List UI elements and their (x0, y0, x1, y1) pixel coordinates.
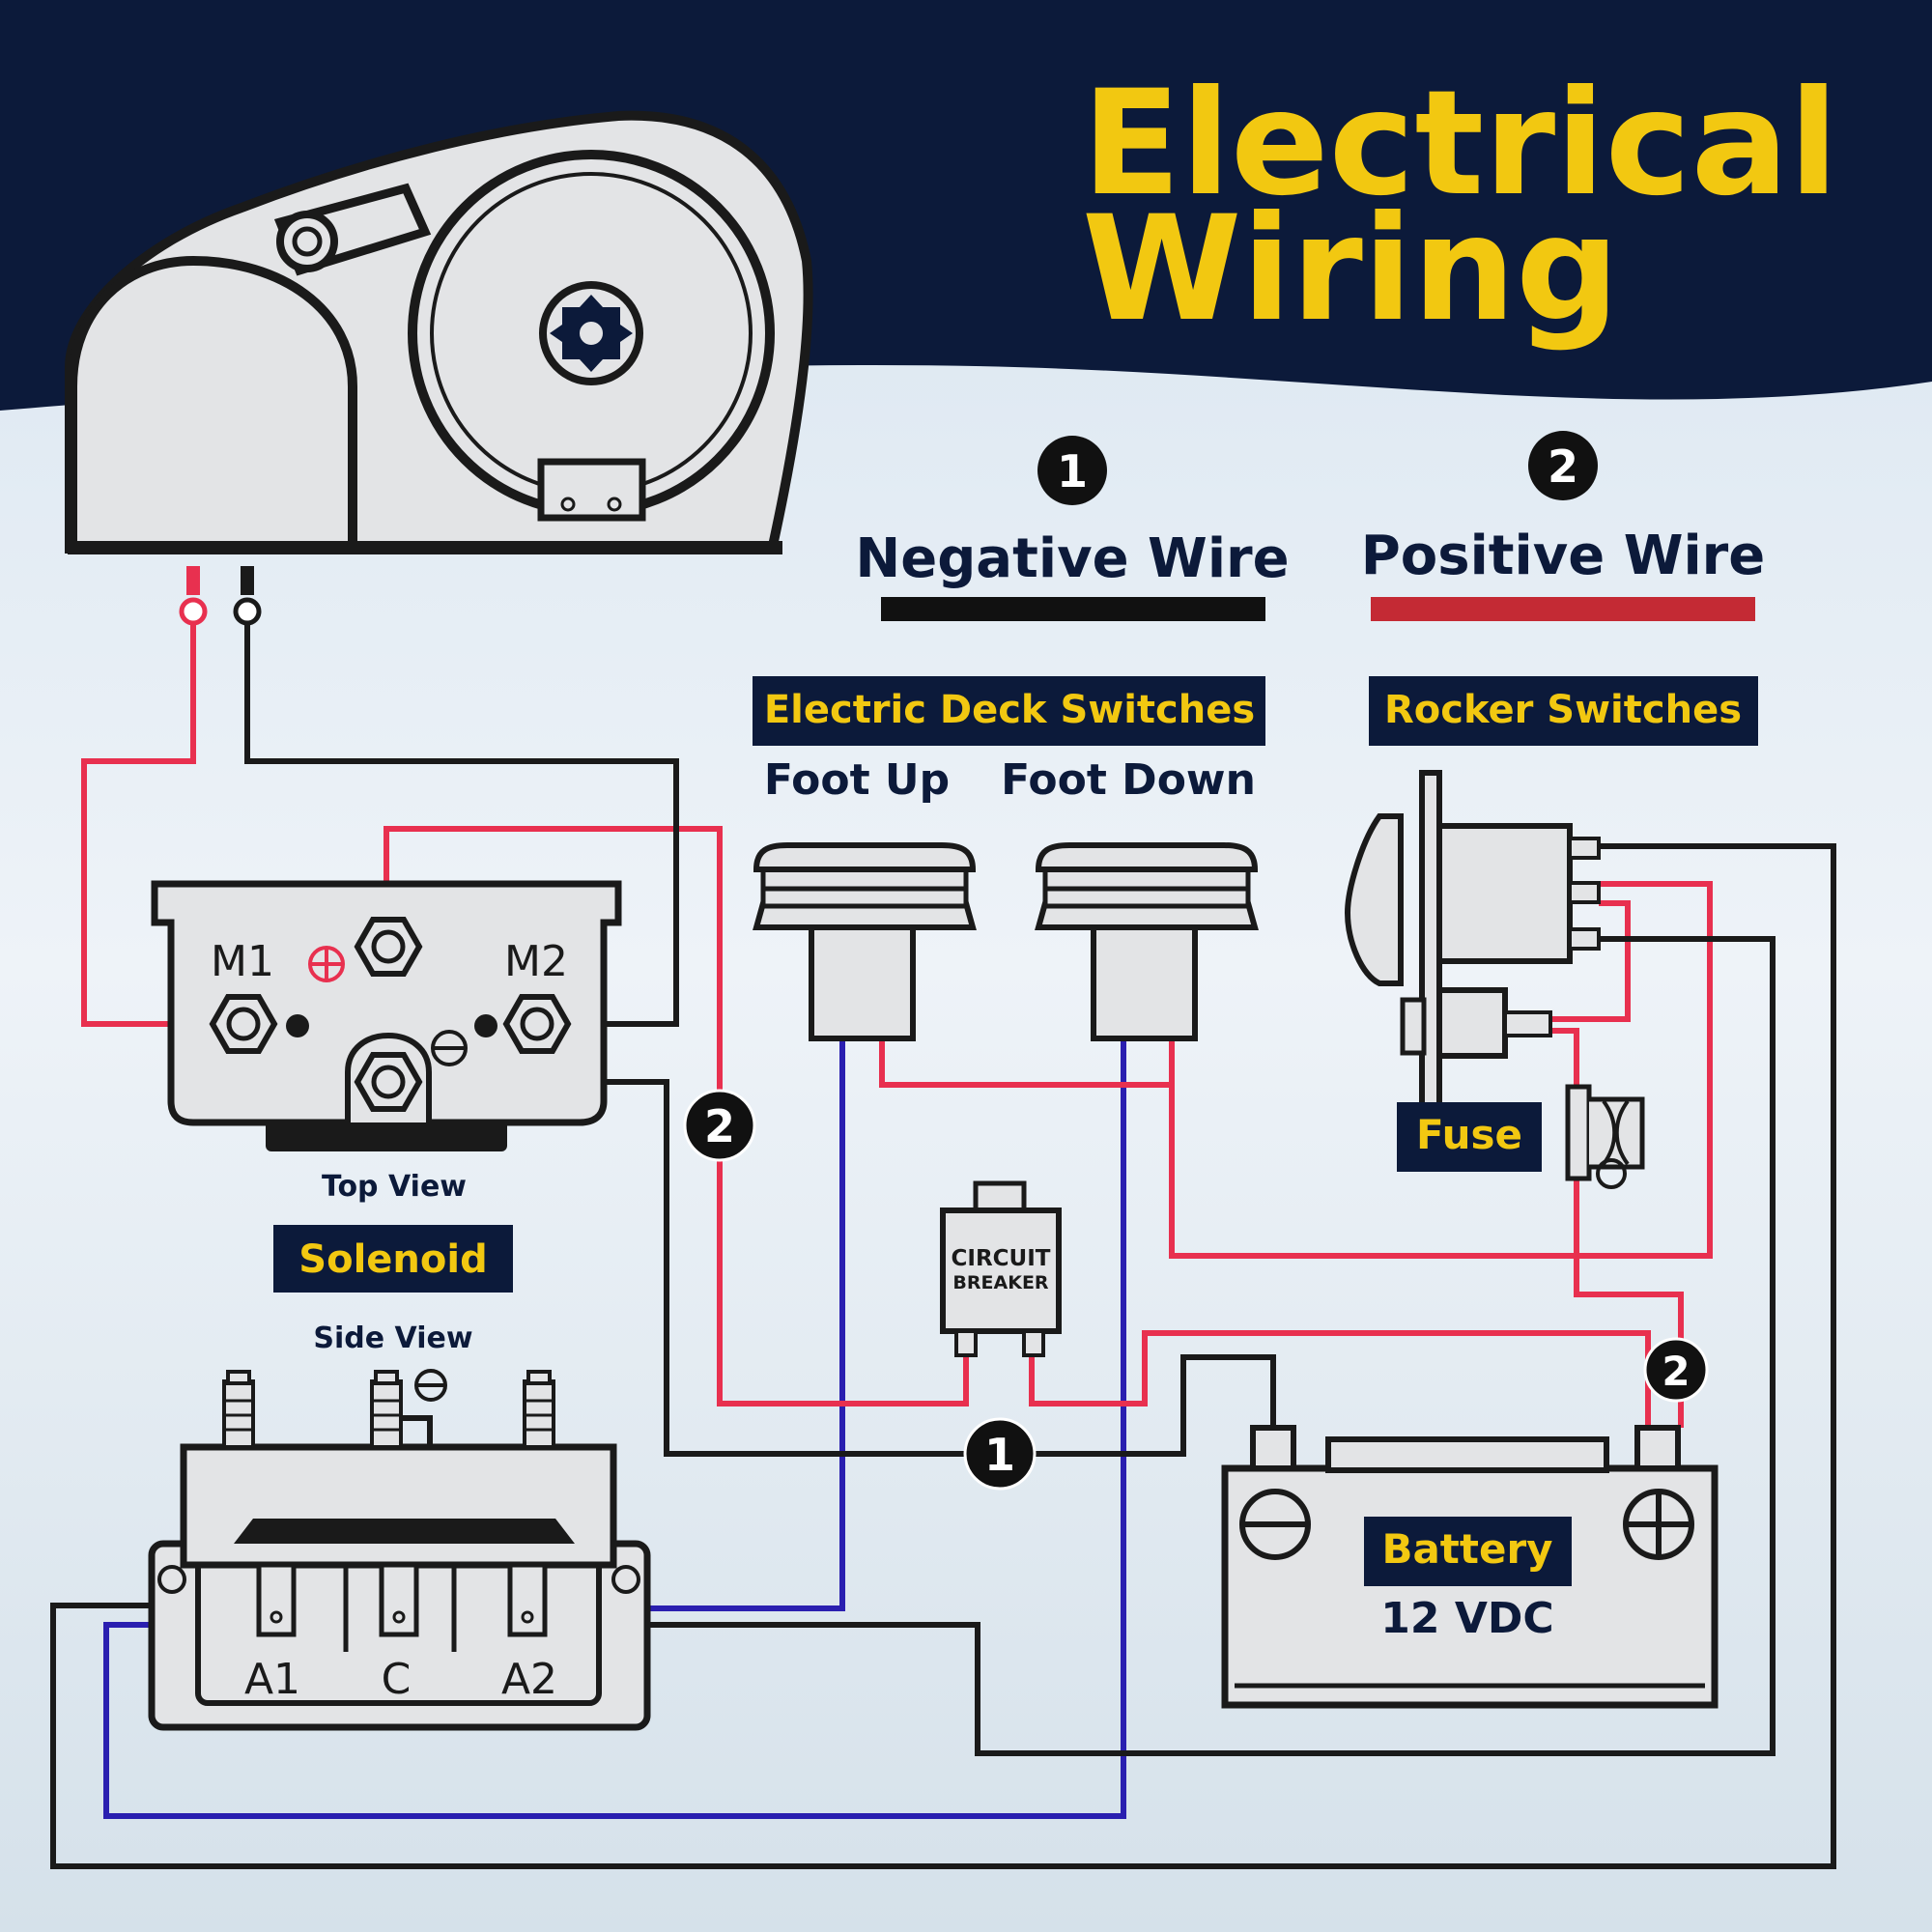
deck-switches-header-box (753, 676, 1265, 746)
rocker-switches-header: Rocker Switches (1384, 688, 1742, 732)
foot-up-switch (753, 842, 977, 1041)
deck-switches-header: Electric Deck Switches (764, 688, 1255, 732)
windlass-motor (65, 110, 813, 626)
fuse-label: Fuse (1416, 1111, 1522, 1158)
solenoid-label: Solenoid (298, 1237, 487, 1282)
legend-positive-number: 2 (1548, 440, 1578, 493)
terminal-label-m2: M2 (504, 937, 568, 986)
battery-negative-terminal-icon (1239, 1489, 1311, 1560)
marker-battery-negative-number: 1 (984, 1429, 1015, 1481)
circuit-breaker: CIRCUIT BREAKER (940, 1180, 1062, 1357)
stud-top-center (354, 917, 423, 977)
rocker-switch (1344, 770, 1601, 1162)
solenoid-side-view: A1 C A2 (148, 1369, 651, 1731)
foot-down-label: Foot Down (1001, 755, 1256, 805)
fuse-icon (1565, 1084, 1645, 1189)
circuit-breaker-label-1: CIRCUIT (952, 1246, 1051, 1271)
marker-solenoid-positive-number: 2 (704, 1100, 735, 1152)
terminal-label-m1: M1 (211, 937, 274, 986)
solenoid-side-view-label: Side View (313, 1321, 472, 1355)
legend-negative-swatch (881, 597, 1265, 621)
foot-down-switch (1035, 842, 1259, 1041)
marker-battery-positive (1643, 1337, 1709, 1403)
battery-positive-terminal-icon (1623, 1489, 1694, 1560)
stud-bottom-center (354, 1052, 423, 1112)
marker-battery-positive-number: 2 (1662, 1348, 1690, 1395)
terminal-label-a2: A2 (501, 1655, 557, 1704)
battery-label-box (1364, 1517, 1572, 1586)
battery-voltage: 12 VDC (1380, 1594, 1553, 1643)
legend-negative-label: Negative Wire (855, 527, 1289, 590)
stud-m2 (502, 994, 572, 1054)
fuse-label-box (1397, 1102, 1542, 1172)
side-negative-symbol-icon (414, 1369, 447, 1402)
solenoid-label-box (273, 1225, 513, 1293)
legend-positive-badge (1528, 431, 1598, 500)
solenoid-top-view: M1 M2 (151, 880, 622, 1151)
battery-label: Battery (1381, 1525, 1552, 1573)
title-line-1: Electrical (1082, 60, 1838, 228)
circuit-breaker-label-2: BREAKER (952, 1272, 1048, 1293)
solenoid-top-view-label: Top View (322, 1170, 467, 1204)
negative-symbol-icon (431, 1030, 468, 1066)
positive-symbol-icon (308, 946, 345, 982)
stud-m1 (209, 994, 278, 1054)
terminal-label-a1: A1 (244, 1655, 300, 1704)
rocker-switches-header-box (1369, 676, 1758, 746)
title-line-2: Wiring (1082, 185, 1619, 354)
legend-negative-number: 1 (1057, 445, 1088, 497)
marker-battery-negative (963, 1417, 1037, 1491)
legend-positive-swatch (1371, 597, 1755, 621)
foot-up-label: Foot Up (764, 755, 950, 805)
negative-wires (50, 623, 1836, 1869)
terminal-label-c: C (382, 1655, 412, 1704)
battery: Battery 12 VDC (1221, 1425, 1719, 1709)
legend-positive-label: Positive Wire (1361, 525, 1766, 587)
marker-solenoid-positive (683, 1089, 756, 1162)
legend-negative-badge (1037, 436, 1107, 505)
